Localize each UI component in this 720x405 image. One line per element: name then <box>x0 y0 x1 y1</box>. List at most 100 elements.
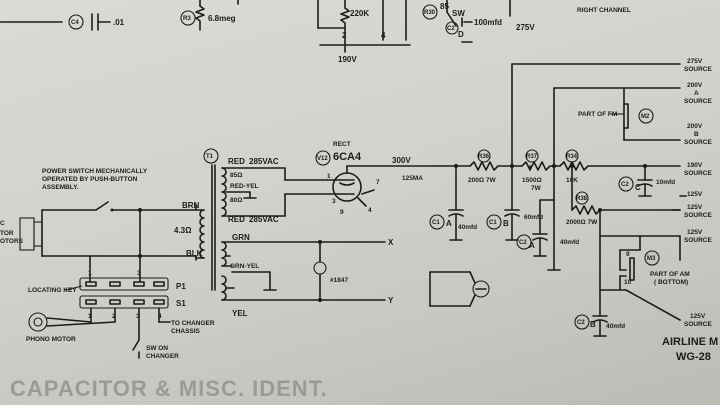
c2c-value: 10mfd <box>656 179 675 186</box>
power-switch-section: POWER SWITCH MECHANICALLY OPERATED BY PU… <box>0 168 215 360</box>
t1-ref: T1 <box>206 154 214 160</box>
sw-on-changer-line2: CHANGER <box>146 353 179 360</box>
edge-label-3: OTORS <box>0 238 24 245</box>
pilot-lamp-number: #1847 <box>330 277 348 284</box>
top-c2-d: D <box>458 30 464 39</box>
r37-value-1: 1500Ω <box>522 177 542 184</box>
r3-value: 6.8meg <box>208 14 236 23</box>
top-275v: 275V <box>516 23 535 32</box>
r30-value: 85 <box>440 2 449 11</box>
r37-value-2: 7W <box>531 185 542 192</box>
heater-y: Y <box>388 296 394 305</box>
locating-key-label: LOCATING KEY <box>28 287 77 294</box>
power-note-line2: OPERATED BY PUSH-BUTTON <box>42 176 138 183</box>
c1b-ref: C1 <box>489 220 497 226</box>
source-190v-label: SOURCE <box>684 170 712 177</box>
rect-pin-3: 3 <box>332 198 336 205</box>
rectifier-tube: V12 RECT 6CA4 1 3 4 7 9 <box>284 141 441 217</box>
yel-lead: YEL <box>232 309 248 318</box>
source-275v-label: SOURCE <box>684 66 712 73</box>
source-125v-3-label: SOURCE <box>684 237 712 244</box>
source-125v-2: 125V <box>687 204 703 211</box>
c2b-letter: B <box>590 320 596 329</box>
top-c2-ref: C2 <box>447 26 455 32</box>
source-125v-2-label: SOURCE <box>684 212 712 219</box>
source-200v-a-letter: A <box>694 90 699 97</box>
p1-pin-3: 3 <box>137 270 141 277</box>
rect-pin-4: 4 <box>368 207 372 214</box>
top-pin-2: 2 <box>342 31 347 40</box>
top-190v: 190V <box>338 55 357 64</box>
rect-tube-type: 6CA4 <box>333 151 362 163</box>
top-pin-4: 4 <box>381 31 386 40</box>
hv-ohms-1: 85Ω <box>230 172 242 179</box>
r36-value: 200Ω 7W <box>468 177 496 184</box>
top-strip: C4 .01 R3 6.8meg 220K 2 4 190V R30 85 SW… <box>0 0 631 64</box>
r-220k-value: 220K <box>350 9 369 18</box>
s1-pin-1: 1 <box>88 313 92 320</box>
c4-ref: C4 <box>71 20 79 26</box>
s1-pin-3: 3 <box>136 313 140 320</box>
to-changer-line1: TO CHANGER <box>171 320 215 327</box>
b-plus-300v: 300V <box>392 156 411 165</box>
power-transformer: T1 BRN 4.3Ω BLK RED 285VAC 85Ω RED-YEL 8… <box>174 148 490 318</box>
heater-x: X <box>388 238 394 247</box>
c2b-value: 40mfd <box>606 323 625 330</box>
r36-ref: R36 <box>478 154 490 160</box>
hv-voltage-1: 285VAC <box>249 157 279 166</box>
source-125v-4: 125V <box>690 313 706 320</box>
s1-label: S1 <box>176 299 186 308</box>
source-125v-1: 125V <box>687 191 703 198</box>
m3-pin-10: 10 <box>624 279 632 286</box>
r34-ref: R34 <box>566 154 578 160</box>
top-c2-value: 100mfd <box>474 18 502 27</box>
to-changer-line2: CHASSIS <box>171 328 201 335</box>
edge-label-2: TOR <box>0 230 14 237</box>
footer: AIRLINE M WG-28 CAPACITOR & MISC. IDENT. <box>10 336 718 401</box>
r3-ref: R3 <box>183 16 191 22</box>
r38-ref: R38 <box>576 196 588 202</box>
hv-voltage-2: 285VAC <box>249 215 279 224</box>
p1-pin-1: 1 <box>88 270 92 277</box>
c2c-ref: C2 <box>621 182 629 188</box>
grn-lead: GRN <box>232 233 250 242</box>
c2b-ref: C2 <box>577 320 585 326</box>
m3-pin-9: 9 <box>626 251 630 258</box>
hv-ohms-2: 80Ω <box>230 197 242 204</box>
right-channel-label: RIGHT CHANNEL <box>577 7 631 14</box>
r37-ref: R37 <box>526 154 538 160</box>
model-line-2: WG-28 <box>676 351 711 363</box>
source-200v-b: 200V <box>687 123 703 130</box>
c2a-value: 40mfd <box>560 239 579 246</box>
source-labels: 275V SOURCE 200V A SOURCE 200V B SOURCE … <box>671 58 712 328</box>
filter-network: 300V 125MA C1 A 40mfd R36 200Ω 7W C1 B 6… <box>392 63 690 337</box>
rect-pin-1: 1 <box>327 173 331 180</box>
rect-pin-7: 7 <box>376 179 380 186</box>
s1-pin-2: 2 <box>112 313 116 320</box>
b-plus-current: 125MA <box>402 175 423 182</box>
v12-ref: V12 <box>317 156 328 162</box>
r38-value: 2000Ω 7W <box>566 219 598 226</box>
source-200v-b-label: SOURCE <box>684 139 712 146</box>
source-275v: 275V <box>687 58 703 65</box>
part-of-fm: PART OF FM <box>578 111 617 118</box>
c1b-value: 60mfd <box>524 214 543 221</box>
c1a-ref: C1 <box>432 220 440 226</box>
primary-ohms: 4.3Ω <box>174 226 192 235</box>
rect-pin-9: 9 <box>340 209 344 216</box>
c2a-letter: A <box>529 241 535 250</box>
part-of-am-line1: PART OF AM <box>650 271 690 278</box>
c1a-letter: A <box>446 219 452 228</box>
grn-yel-lead: GRN-YEL <box>230 263 259 270</box>
top-sw: SW <box>452 9 465 18</box>
source-125v-4-label: SOURCE <box>684 321 712 328</box>
rect-label: RECT <box>333 141 351 148</box>
blk-label: BLK <box>186 249 203 258</box>
m3-ref: M3 <box>647 256 656 262</box>
s1-pin-4: 4 <box>158 313 162 320</box>
brn-label: BRN <box>182 201 200 210</box>
sw-on-changer-line1: SW ON <box>146 345 168 352</box>
edge-label-1: C <box>0 220 5 227</box>
